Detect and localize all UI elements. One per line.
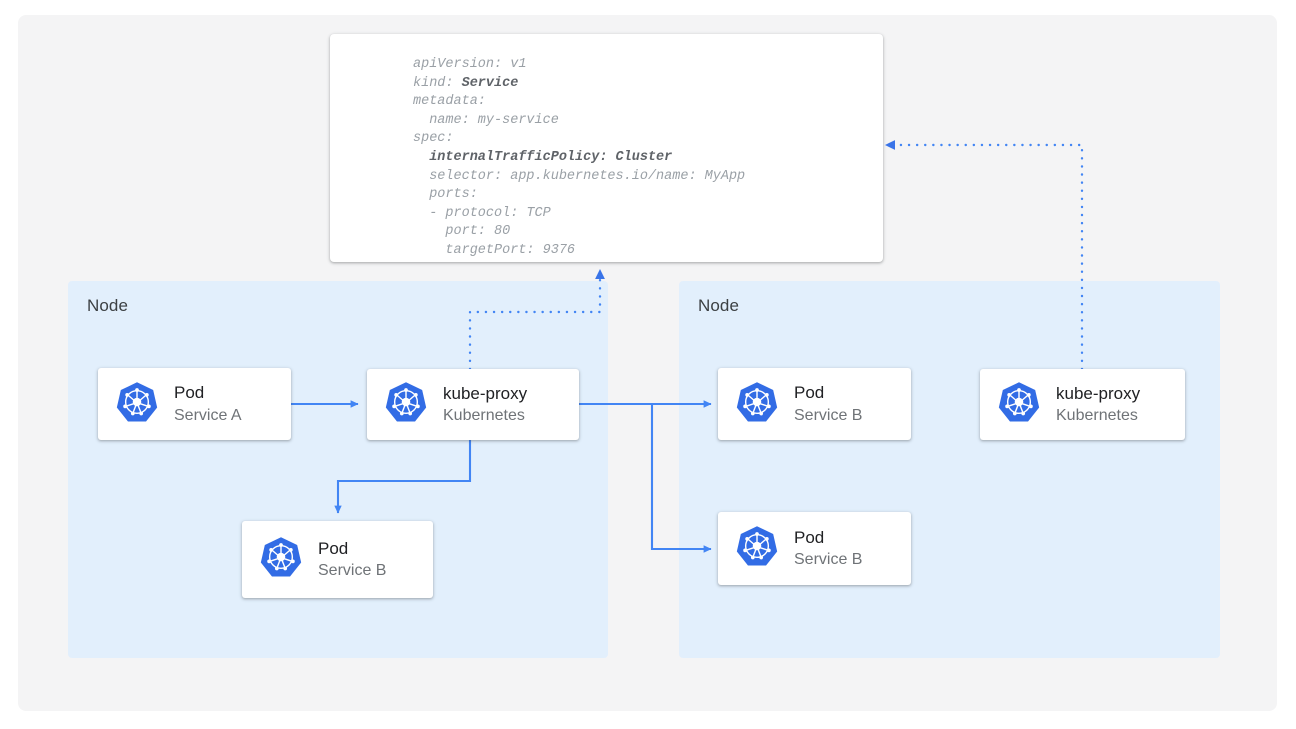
yaml-line: ports:: [413, 187, 478, 203]
card-pod-service-a[interactable]: Pod Service A: [98, 368, 291, 440]
yaml-line: kind: Service: [413, 75, 519, 91]
node-container-right: [679, 281, 1220, 658]
yaml-line-emphasis: Service: [461, 75, 519, 91]
card-subtitle: Service B: [794, 551, 863, 569]
yaml-line: apiVersion: v1: [413, 57, 527, 72]
yaml-line: selector: app.kubernetes.io/name: MyApp: [413, 168, 746, 184]
card-title: Pod: [318, 538, 349, 558]
service-spec-card: apiVersion: v1 kind: Service metadata: nam…: [330, 34, 883, 262]
card-text: Pod Service B: [794, 382, 862, 425]
yaml-line: targetPort: 9376: [413, 242, 576, 258]
card-text: kube-proxy Kubernetes: [1056, 383, 1140, 426]
yaml-line: name: my-service: [413, 112, 559, 128]
card-pod-service-b-left[interactable]: Pod Service B: [242, 521, 433, 598]
card-subtitle: Service A: [174, 406, 242, 424]
kubernetes-icon: [998, 381, 1040, 428]
card-text: Pod Service B: [318, 538, 386, 581]
kubernetes-icon: [736, 525, 778, 572]
card-title: Pod: [174, 383, 205, 403]
yaml-line: port: 80: [413, 224, 511, 240]
card-title: kube-proxy: [1056, 383, 1141, 403]
card-title: Pod: [794, 527, 825, 547]
card-pod-service-b-bottom[interactable]: Pod Service B: [718, 512, 911, 585]
card-kube-proxy-left[interactable]: kube-proxy Kubernetes: [367, 369, 579, 440]
card-subtitle: Service B: [318, 562, 387, 580]
card-text: Pod Service A: [174, 382, 242, 425]
yaml-line: - protocol: TCP: [413, 205, 551, 221]
node-label-left: Node: [87, 296, 129, 315]
yaml-line-emphasis: internalTrafficPolicy: Cluster: [429, 149, 673, 165]
card-pod-service-b-top[interactable]: Pod Service B: [718, 368, 911, 440]
yaml-line: metadata:: [413, 94, 486, 110]
service-spec-yaml: apiVersion: v1 kind: Service metadata: nam…: [413, 56, 745, 261]
card-title: Pod: [794, 383, 825, 403]
yaml-line: spec:: [413, 131, 454, 147]
card-text: Pod Service B: [794, 527, 862, 570]
kubernetes-icon: [736, 381, 778, 428]
yaml-line: internalTrafficPolicy: Cluster: [413, 149, 745, 168]
card-kube-proxy-right[interactable]: kube-proxy Kubernetes: [980, 369, 1185, 440]
card-text: kube-proxy Kubernetes: [443, 383, 527, 426]
kubernetes-icon: [116, 381, 158, 428]
kubernetes-icon: [385, 381, 427, 428]
card-subtitle: Kubernetes: [443, 407, 525, 425]
card-subtitle: Service B: [794, 406, 863, 424]
card-title: kube-proxy: [443, 383, 528, 403]
kubernetes-icon: [260, 536, 302, 583]
node-label-right: Node: [698, 296, 740, 315]
node-container-left: [68, 281, 608, 658]
card-subtitle: Kubernetes: [1056, 407, 1138, 425]
